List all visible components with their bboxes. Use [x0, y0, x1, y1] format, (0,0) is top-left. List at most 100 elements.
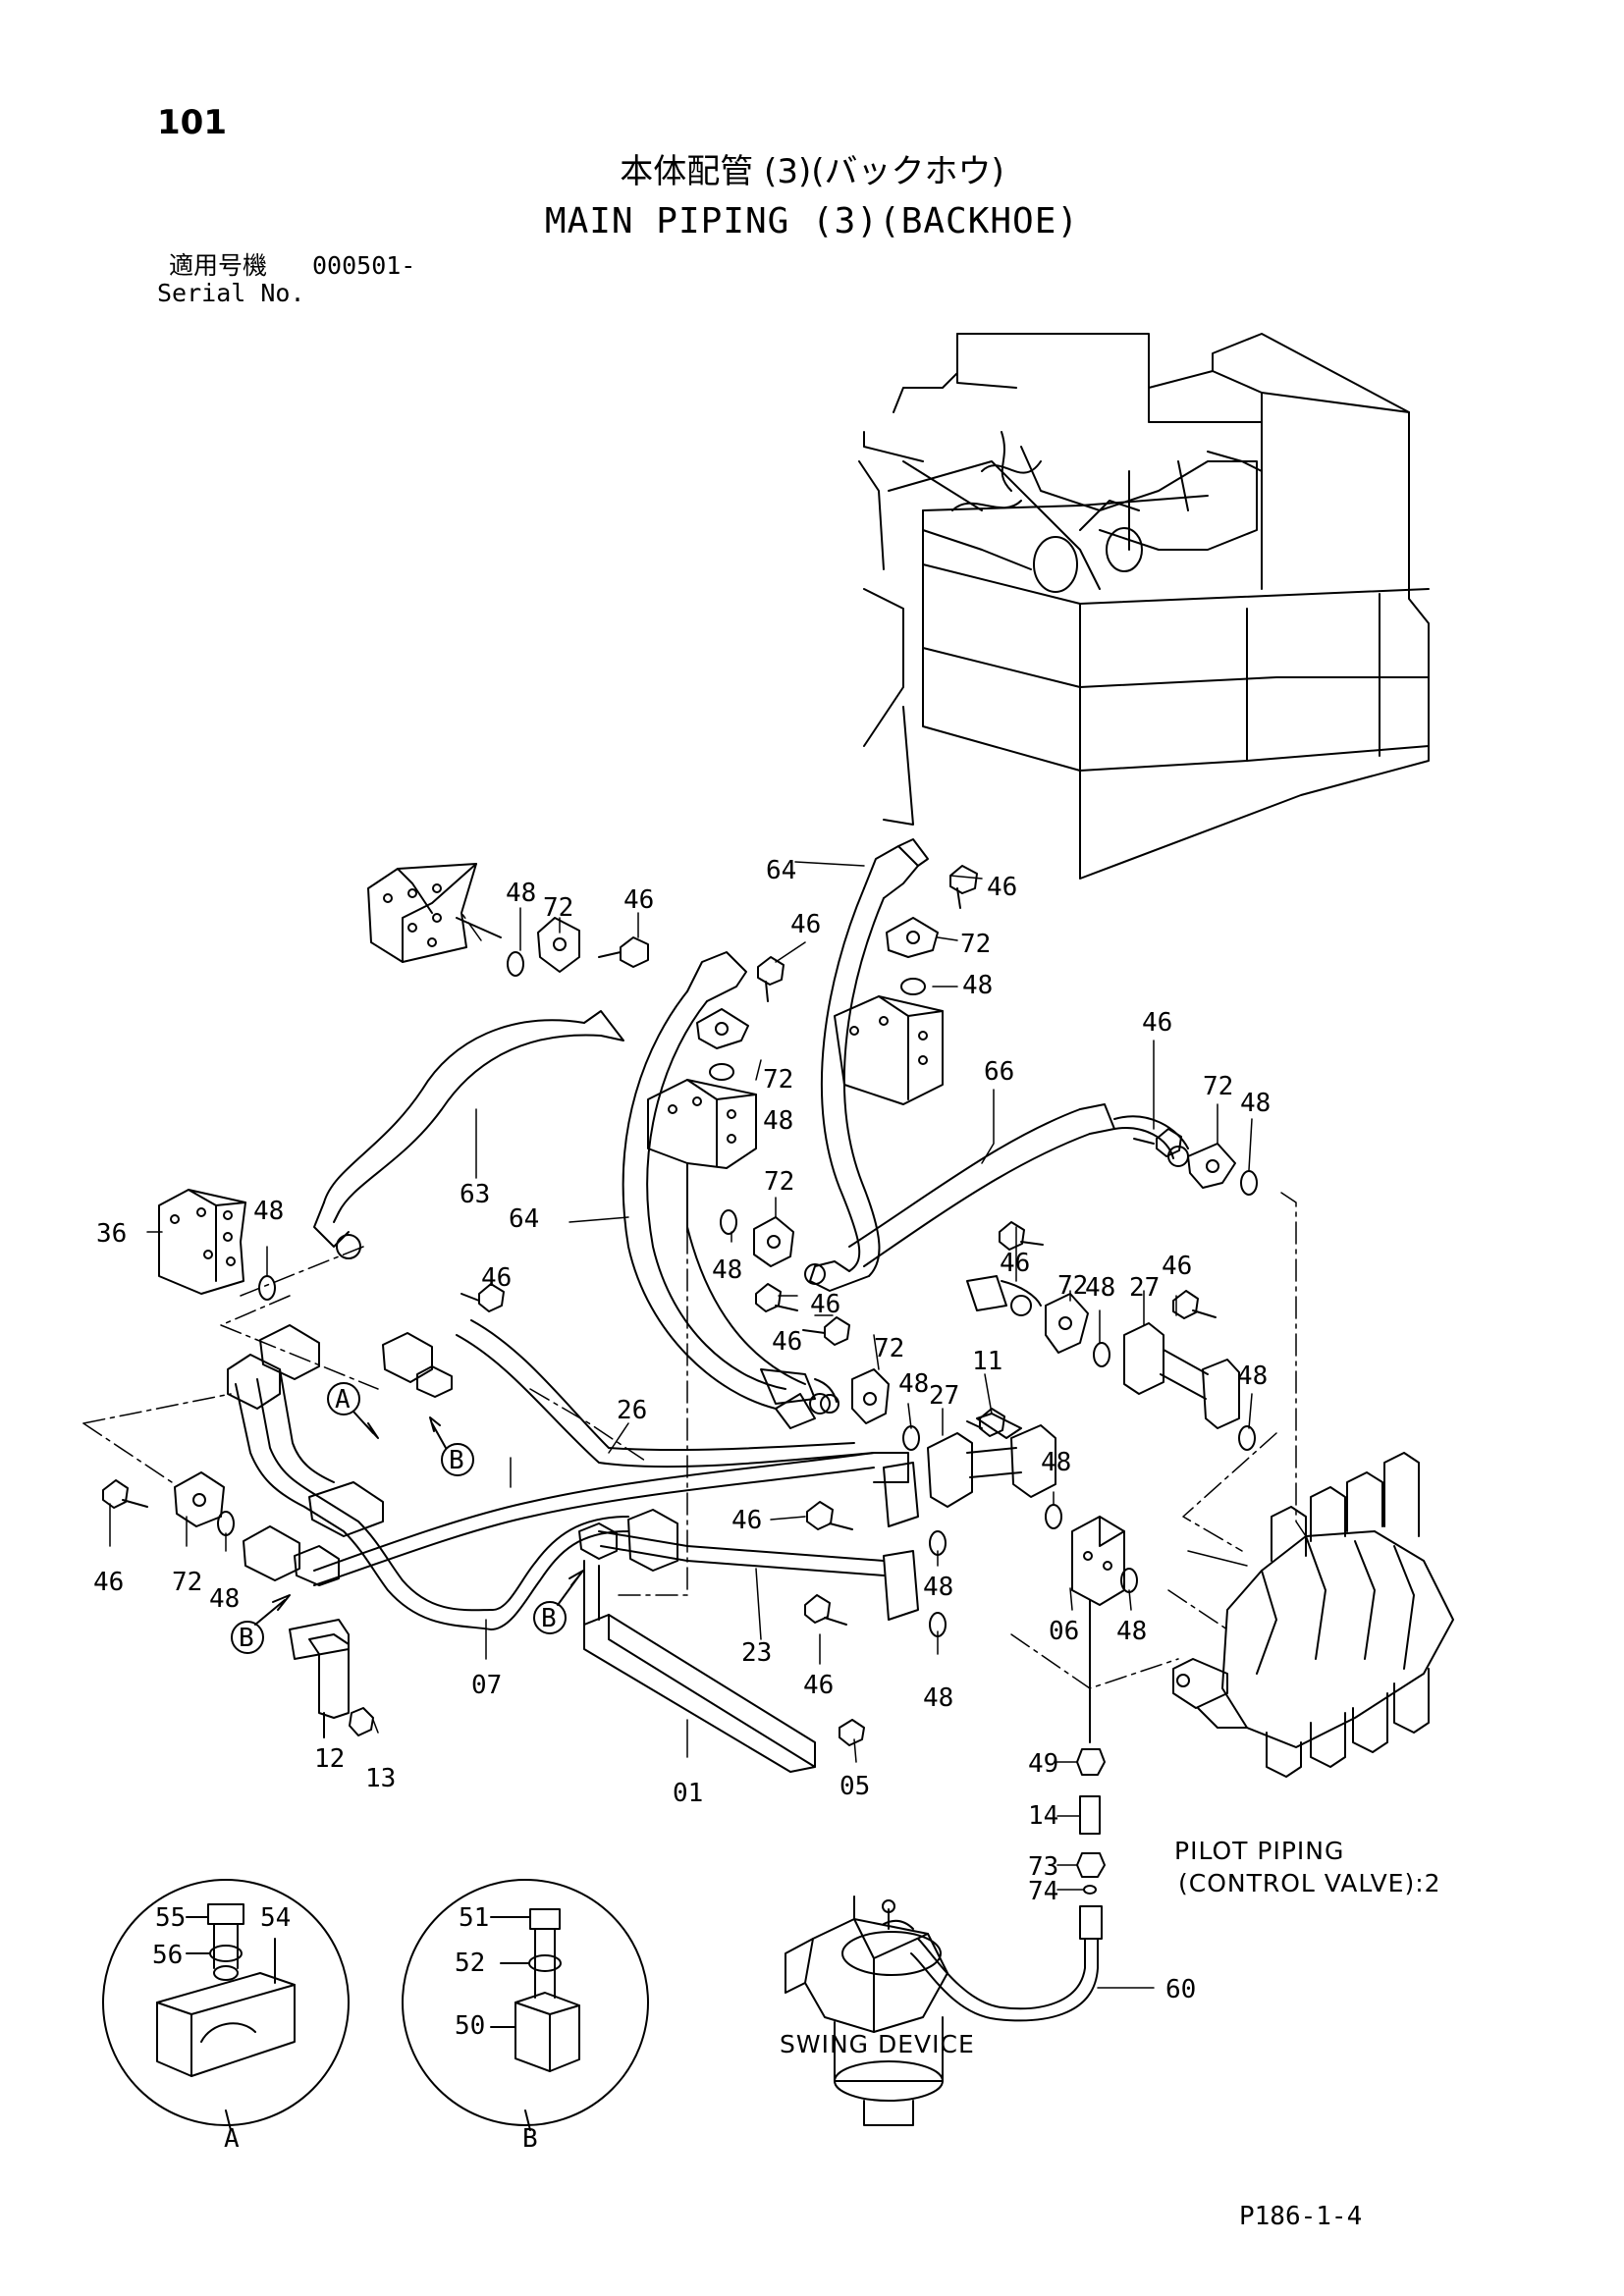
callout-07: 07: [471, 1671, 502, 1700]
serial-label-japanese: 適用号機: [169, 251, 268, 280]
pipe-27: [927, 1322, 1240, 1508]
detail-a: [102, 1879, 350, 2131]
title-english: MAIN PIPING (3)(BACKHOE): [544, 201, 1080, 241]
hose-center-right: [686, 1226, 1042, 1414]
callout-26: 26: [617, 1396, 647, 1425]
callout-48: 48: [898, 1369, 929, 1399]
callout-46: 46: [93, 1568, 124, 1597]
swing-device-label: SWING DEVICE: [780, 2030, 975, 2058]
hose-60: [883, 1919, 1099, 2022]
valve-block-right-upper: [834, 995, 944, 1105]
elbow-11: [976, 1413, 1022, 1439]
callout-12: 12: [314, 1744, 345, 1774]
callout-27: 27: [1129, 1273, 1160, 1303]
callout-74: 74: [1028, 1877, 1058, 1906]
main-pipes: [235, 1319, 919, 1630]
callout-73: 73: [1028, 1852, 1058, 1882]
callout-48: 48: [923, 1573, 953, 1602]
callout-51: 51: [459, 1903, 489, 1933]
callout-11: 11: [972, 1347, 1002, 1376]
callout-23: 23: [741, 1638, 772, 1668]
callout-46: 46: [987, 873, 1017, 902]
callout-66: 66: [984, 1057, 1014, 1087]
control-valve: [1172, 1452, 1454, 1778]
callout-46: 46: [803, 1671, 834, 1700]
callout-63: 63: [460, 1180, 490, 1209]
valve-block-center: [647, 1079, 757, 1233]
hose-64-left: [622, 951, 831, 1429]
callout-46: 46: [810, 1290, 840, 1319]
callout-46: 46: [1000, 1249, 1030, 1278]
callout-49: 49: [1028, 1749, 1058, 1779]
callout-46: 46: [731, 1506, 762, 1535]
callout-46: 46: [1162, 1252, 1192, 1281]
callout-48: 48: [1240, 1089, 1271, 1118]
callout-64: 64: [509, 1204, 539, 1234]
callout-55: 55: [155, 1903, 186, 1933]
detail-b-label: B: [522, 2124, 538, 2154]
pilot-piping-sublabel: (CONTROL VALVE):2: [1178, 1869, 1441, 1897]
marker-b-letter: B: [449, 1446, 464, 1475]
pilot-piping-label: PILOT PIPING: [1174, 1837, 1345, 1865]
callout-54: 54: [260, 1903, 291, 1933]
swing-device: [785, 1896, 948, 2126]
callout-46: 46: [623, 885, 654, 915]
callout-50: 50: [455, 2011, 485, 2041]
leader-lines: [109, 861, 1253, 1989]
callout-48: 48: [712, 1255, 742, 1285]
flange-halves: [174, 917, 1236, 1527]
callout-72: 72: [763, 1065, 793, 1095]
machine-frame-drawing: [858, 333, 1430, 880]
callout-72: 72: [960, 930, 991, 959]
serial-number-value: 000501-: [312, 251, 416, 280]
hose-66: [848, 1103, 1189, 1267]
callout-72: 72: [543, 893, 573, 923]
detail-b: [402, 1879, 649, 2131]
callout-27: 27: [929, 1381, 959, 1411]
callout-56: 56: [152, 1941, 183, 1970]
callout-52: 52: [455, 1949, 485, 1978]
detail-a-label: A: [224, 2124, 240, 2154]
o-rings: [217, 951, 1258, 1637]
serial-label-english: Serial No.: [157, 279, 305, 307]
callout-64: 64: [766, 856, 796, 885]
callout-72: 72: [764, 1167, 794, 1197]
callout-48: 48: [506, 879, 536, 908]
callout-72: 72: [172, 1568, 202, 1597]
callout-48: 48: [1085, 1273, 1115, 1303]
callout-48: 48: [1237, 1362, 1268, 1391]
title-japanese: 本体配管 (3)(バックホウ): [620, 152, 1004, 191]
block-06: [1071, 1516, 1125, 1606]
valve-block-upper-left: [367, 863, 502, 963]
hose-63: [313, 1010, 624, 1259]
callout-05: 05: [839, 1772, 870, 1801]
callout-48: 48: [253, 1197, 284, 1226]
marker-letters: A B B B A B: [224, 1385, 557, 2154]
page-reference: P186-1-4: [1239, 2202, 1363, 2231]
hose-64-right: [804, 838, 929, 1292]
callout-14: 14: [1028, 1801, 1058, 1831]
callout-48: 48: [1041, 1448, 1071, 1477]
callout-60: 60: [1165, 1975, 1196, 2004]
callout-72: 72: [1203, 1072, 1233, 1101]
bracket-01: [583, 1560, 816, 1773]
callout-72: 72: [874, 1334, 904, 1363]
reference-markers: [231, 1382, 584, 1654]
callout-36: 36: [96, 1219, 127, 1249]
pilot-line-fittings: [1076, 1599, 1106, 1940]
callout-46: 46: [772, 1327, 802, 1357]
callout-72: 72: [1057, 1271, 1088, 1301]
callout-06: 06: [1049, 1617, 1079, 1646]
bolts: [102, 865, 1217, 1626]
callout-46: 46: [1142, 1008, 1172, 1038]
callout-48: 48: [923, 1683, 953, 1713]
pipe-clamps: [227, 1324, 678, 1660]
callout-48: 48: [763, 1106, 793, 1136]
callout-48: 48: [962, 971, 993, 1000]
marker-b-letter: B: [541, 1604, 557, 1633]
callout-46: 46: [481, 1263, 512, 1293]
callout-48: 48: [209, 1584, 240, 1614]
callout-13: 13: [365, 1764, 396, 1793]
